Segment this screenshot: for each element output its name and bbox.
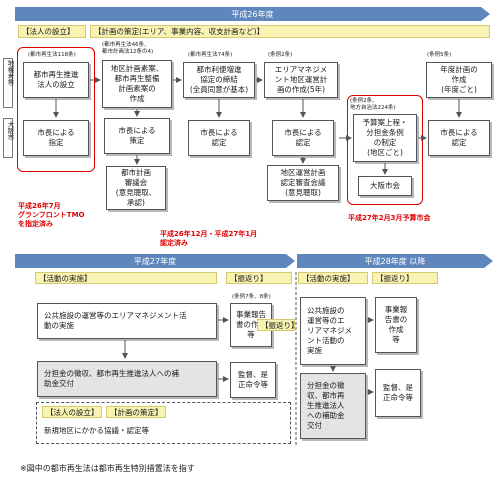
tag-corp-setup-new: 【法人の設立】 bbox=[42, 406, 102, 418]
box-city-council: 大阪市会 bbox=[358, 176, 412, 196]
box-audit-h28: 監督、是 正命令等 bbox=[375, 369, 421, 417]
box-establish-corp: 都市再生推進 法人の設立 bbox=[23, 62, 89, 98]
note-col2: (都市再生法46条、 都市計画法12条の4) bbox=[102, 42, 154, 55]
box-audit-h27: 監督、是 正命令等 bbox=[230, 362, 276, 398]
box-planning-council: 都市計画 審議会 (意見聴取、 承認) bbox=[106, 166, 166, 210]
box-area-activity-h27: 公共施設の運営等のエリアマネジメント活 動の実施 bbox=[37, 303, 217, 339]
box-area-activity-h28: 公共施設の 運営等のエ リアマネジメ ント活動の 実施 bbox=[300, 297, 366, 365]
footnote: ※図中の都市再生法は都市再生特別措置法を指す bbox=[20, 464, 195, 473]
box-mayor-approval-6: 市長による 認定 bbox=[428, 120, 490, 156]
side-label-landowners: 地権者等 bbox=[6, 60, 14, 86]
year-bar-h27: 平成27年度 bbox=[15, 254, 295, 268]
note-col4: (条例2条) bbox=[268, 52, 293, 58]
tag-review-h28: 【振返り】 bbox=[372, 272, 438, 284]
tag-review-inner: 【振返り】 bbox=[257, 319, 295, 331]
tag-plan-formulation: 【計画の策定(エリア、事業内容、収支計画など)】 bbox=[90, 25, 490, 38]
box-mayor-designation: 市長による 指定 bbox=[23, 120, 89, 156]
annotation-tmo-designated: 平成26年7月 グランフロントTMO を指定済み bbox=[18, 202, 85, 228]
box-report-h28: 事業報 告書の 作成 等 bbox=[375, 297, 417, 353]
tag-review-h27: 【振返り】 bbox=[226, 272, 292, 284]
box-draft-plans: 地区計画素案、 都市再生整備 計画素案の 作成 bbox=[102, 60, 172, 108]
tag-corp-setup: 【法人の設立】 bbox=[18, 25, 86, 38]
box-budget-ordinance: 予算案上程・ 分担金条例 の制定 (地区ごと) bbox=[353, 114, 417, 162]
annotation-approved: 平成26年12月・平成27年1月 認定済み bbox=[160, 230, 258, 247]
new-area-frame bbox=[36, 402, 291, 444]
side-label-osaka-city: 大阪市 bbox=[6, 121, 14, 141]
year-bar-h26: 平成26年度 bbox=[15, 7, 490, 21]
note-col6: (条例5条) bbox=[427, 52, 452, 58]
box-levy-subsidy-h27: 分担金の徴収、都市再生推進法人への補 助金交付 bbox=[37, 361, 217, 397]
new-area-text: 新規地区にかかる協議・認定等 bbox=[44, 426, 149, 435]
tag-activity-h28: 【活動の実施】 bbox=[298, 272, 368, 284]
box-review-meeting: 地区運営計画 認定審査会議 (意見聴取) bbox=[267, 165, 339, 201]
side-label-frame-top bbox=[3, 58, 13, 108]
highlight-frame-col5 bbox=[347, 95, 423, 205]
box-mayor-approval-4: 市長による 認定 bbox=[272, 120, 334, 156]
box-annual-plan: 年度計画の 作成 (年度ごと) bbox=[426, 62, 492, 98]
note-report: (条例7条、8条) bbox=[232, 294, 271, 300]
tag-activity-h27: 【活動の実施】 bbox=[35, 272, 217, 284]
note-col1: (都市再生法118条) bbox=[28, 52, 76, 58]
box-levy-subsidy-h28: 分担金の徴 収、都市再 生推進法人 への補助金 交付 bbox=[300, 373, 366, 439]
side-label-frame-bottom bbox=[3, 118, 13, 158]
note-col3: (都市再生法74条) bbox=[188, 52, 233, 58]
annotation-budget-council: 平成27年2月3月予算市会 bbox=[348, 214, 431, 222]
highlight-frame-col1 bbox=[17, 47, 95, 172]
box-mayor-approval-3: 市長による 認定 bbox=[188, 120, 250, 156]
tag-plan-new: 【計画の策定】 bbox=[106, 406, 166, 418]
box-area-management-plan: エリアマネジメ ント地区運営計 画の作成(5年) bbox=[264, 62, 338, 98]
note-col5: (条例2条、 地方自治法224条) bbox=[350, 98, 396, 111]
year-bar-h28: 平成28年度 以降 bbox=[297, 254, 493, 268]
box-convenience-agreement: 都市利便増進 協定の締結 (全員同意が基本) bbox=[183, 62, 255, 98]
box-mayor-formulation: 市長による 策定 bbox=[104, 118, 170, 154]
